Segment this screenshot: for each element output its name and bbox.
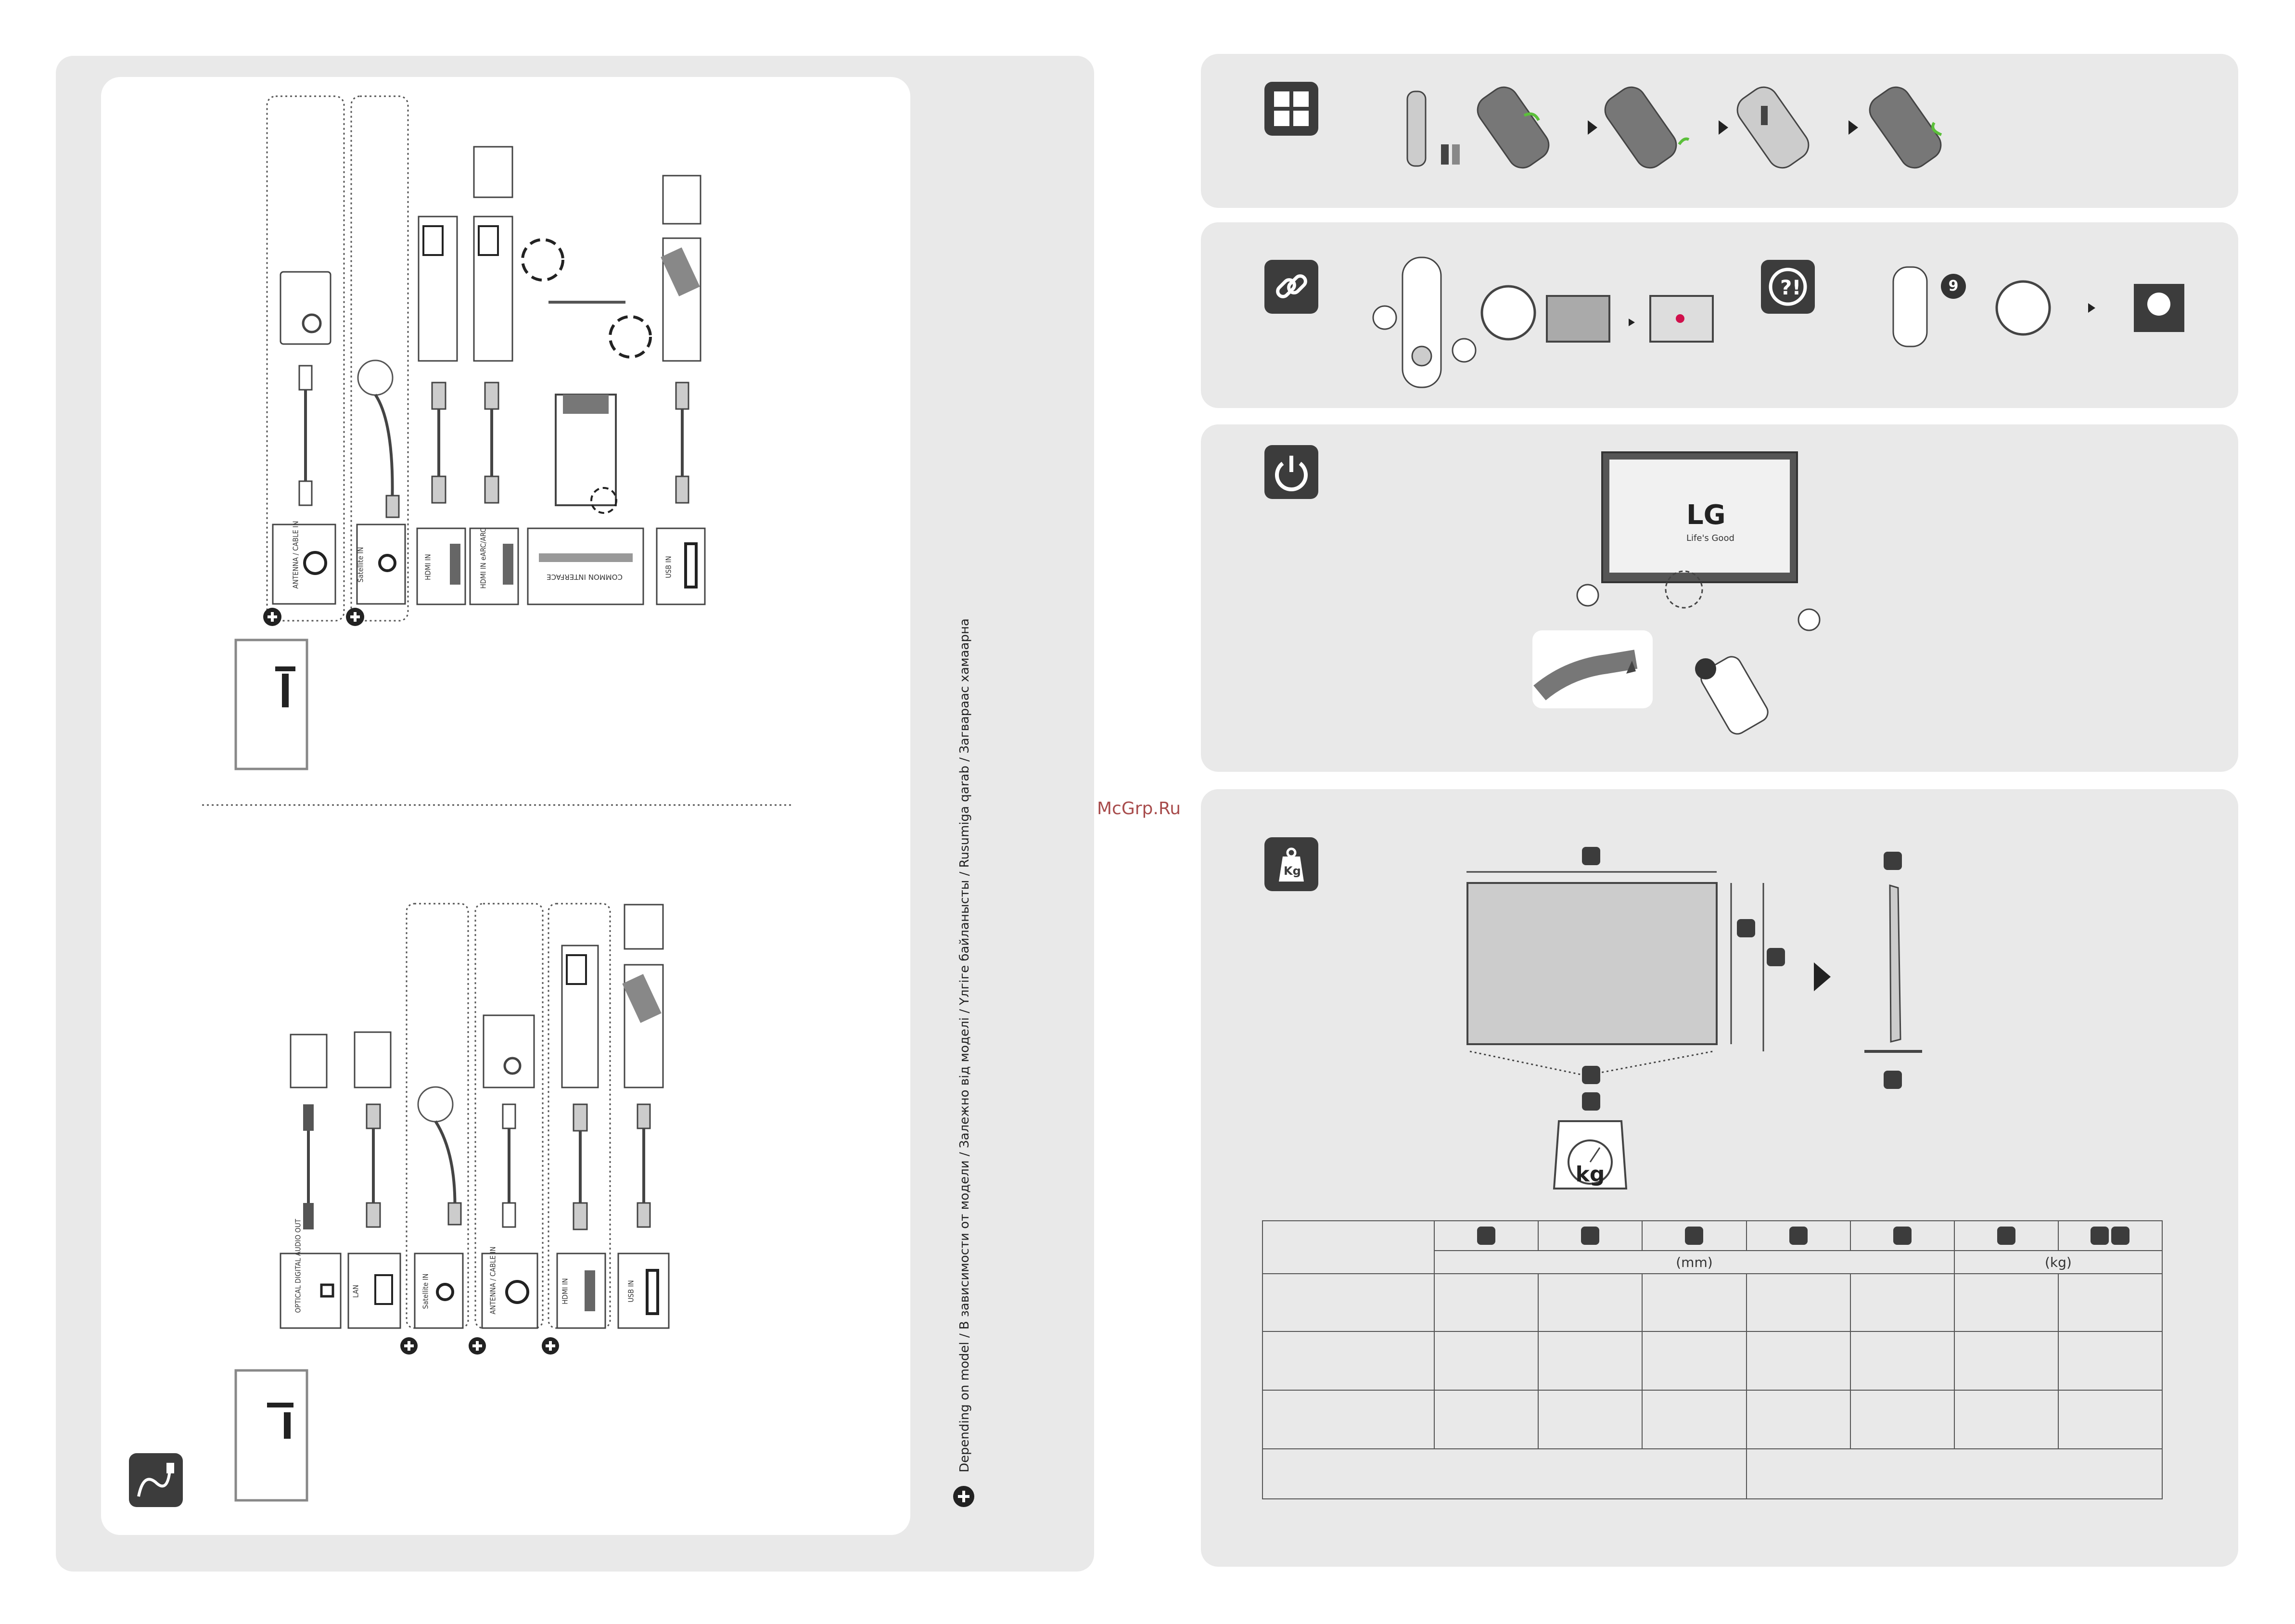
unit-kg: (kg) [1953, 1250, 2163, 1274]
plus-icon [263, 608, 281, 626]
weight-marker [2111, 1227, 2130, 1245]
watermark: McGrp.Ru [1097, 799, 1181, 818]
power-icon [1264, 445, 1318, 499]
plus-icon [400, 1337, 418, 1355]
dimension-marker [1789, 1227, 1808, 1245]
table-row [1262, 1390, 1435, 1449]
model-header-cell [1262, 1220, 1435, 1274]
link-icon [1264, 260, 1318, 314]
weight-icon: Kg [1264, 837, 1318, 891]
dimension-marker [1685, 1227, 1704, 1245]
dimension-marker [1477, 1227, 1496, 1245]
cable-icon [129, 1453, 183, 1507]
plus-icon [542, 1337, 559, 1355]
weight-marker [2091, 1227, 2109, 1245]
dimension-marker [1893, 1227, 1912, 1245]
table-row [1262, 1331, 1435, 1391]
tv-brand: LG [1686, 499, 1726, 531]
dimension-marker [1581, 1227, 1600, 1245]
plus-icon [469, 1337, 486, 1355]
remote-badge-9: 9 [1948, 278, 1959, 294]
tv-slogan: Life's Good [1686, 533, 1734, 543]
plus-icon [953, 1486, 974, 1507]
table-row [1262, 1273, 1435, 1332]
spec-table: (mm) (kg) [1262, 1220, 2163, 1499]
battery-icon [1264, 82, 1318, 136]
unit-mm: (mm) [1434, 1250, 1955, 1274]
plus-icon [346, 608, 364, 626]
weight-marker [1997, 1227, 2015, 1245]
help-icon: ?! [1761, 260, 1815, 314]
svg-text:Kg: Kg [1284, 864, 1301, 878]
svg-text:?!: ?! [1780, 276, 1801, 299]
table-footer-left [1262, 1448, 1747, 1499]
scale-unit-label: kg [1575, 1162, 1605, 1187]
table-footer-right [1746, 1448, 2163, 1499]
